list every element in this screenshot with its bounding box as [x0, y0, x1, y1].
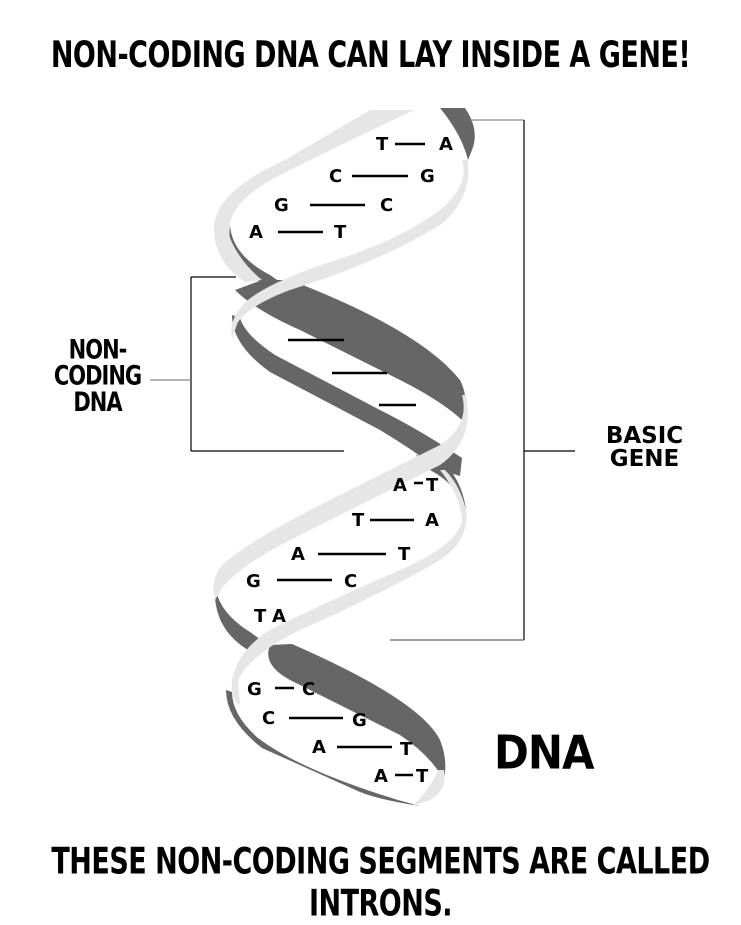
svg-text:A: A — [393, 475, 407, 496]
svg-text:G: G — [274, 195, 289, 216]
svg-text:A: A — [374, 766, 388, 787]
non-coding-label-line-1: Non-coding — [53, 334, 142, 391]
svg-text:C: C — [329, 166, 342, 187]
base-pairs-segment-3: G C C G A T A T — [247, 679, 429, 787]
svg-text:T: T — [398, 544, 411, 565]
light-strand — [213, 110, 469, 806]
svg-text:T: T — [426, 475, 439, 496]
dna-label: DNA — [494, 725, 595, 780]
svg-text:G: G — [420, 166, 435, 187]
basic-gene-label: Basic Gene — [582, 425, 707, 471]
svg-text:A: A — [272, 606, 286, 627]
svg-text:A: A — [249, 222, 263, 243]
basic-gene-bracket — [390, 119, 575, 641]
svg-text:A: A — [291, 544, 305, 565]
non-coding-base-pairs — [288, 338, 416, 407]
base-pairs-segment-1: T A C G G C A T — [249, 134, 453, 243]
svg-text:T: T — [352, 510, 365, 531]
non-coding-label-line-2: DNA — [73, 387, 122, 418]
base-pairs-segment-2: A T T A A T G C T A — [246, 475, 439, 627]
basic-gene-label-line-1: Basic — [605, 423, 684, 449]
svg-text:G: G — [247, 679, 262, 700]
dark-strand — [214, 108, 475, 806]
diagram-title: Non-coding DNA can lay inside a gene! — [50, 34, 691, 77]
svg-text:C: C — [262, 708, 275, 729]
non-coding-bracket — [150, 276, 344, 452]
svg-text:T: T — [400, 739, 413, 760]
svg-text:A: A — [439, 134, 453, 155]
non-coding-dna-label: Non-coding DNA — [30, 337, 165, 416]
svg-text:T: T — [254, 606, 267, 627]
svg-text:G: G — [352, 710, 367, 731]
svg-text:C: C — [302, 679, 315, 700]
svg-text:A: A — [425, 510, 439, 531]
basic-gene-label-line-2: Gene — [609, 446, 680, 472]
diagram-caption: These non-coding segments are called int… — [51, 841, 710, 925]
svg-text:T: T — [376, 134, 389, 155]
svg-text:C: C — [380, 195, 393, 216]
svg-text:A: A — [312, 737, 326, 758]
svg-text:T: T — [334, 222, 347, 243]
svg-text:T: T — [416, 766, 429, 787]
svg-text:G: G — [246, 571, 261, 592]
svg-text:C: C — [344, 571, 357, 592]
